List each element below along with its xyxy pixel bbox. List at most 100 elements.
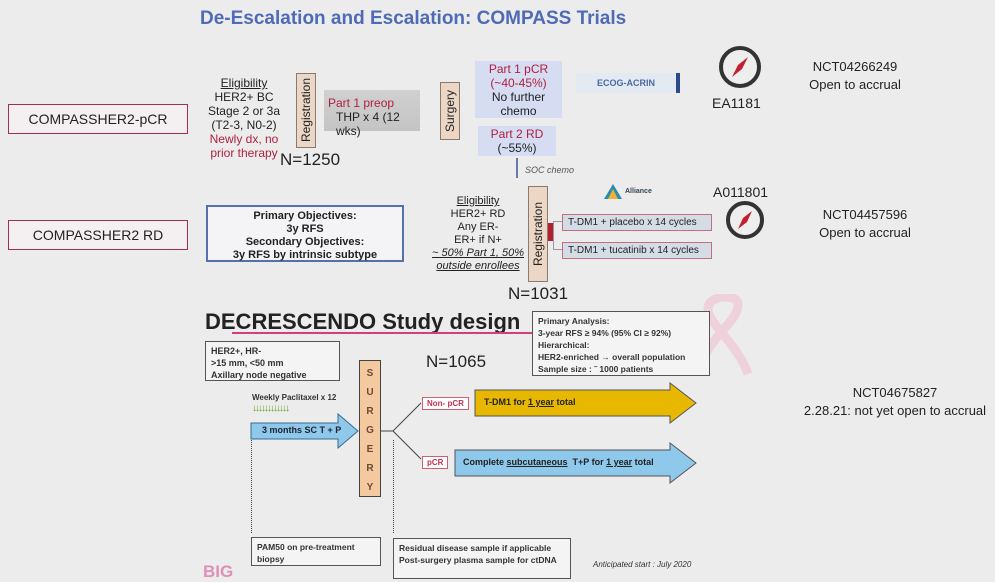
analysis-line: Hierarchical: — [538, 340, 590, 350]
weekly-dose-arrows-icon: ↓↓↓↓↓↓↓↓↓↓↓↓ — [252, 403, 290, 414]
elig-line: Axillary node negative — [211, 370, 307, 380]
obj-line: Primary Objectives: — [253, 210, 357, 222]
n-1065: N=1065 — [426, 352, 487, 371]
pcr-pct: (~40-45%) — [490, 75, 547, 90]
rd-pct: (~55%) — [497, 141, 537, 155]
elig-line: ER+ if N+ — [454, 234, 502, 246]
neoadjuvant-arrow — [250, 413, 359, 449]
elig-line: Any ER- — [457, 221, 499, 233]
elig-line: HER2+ RD — [450, 208, 506, 220]
surgery-label: Surgery — [443, 89, 457, 133]
elig-line: Stage 2 or 3a — [207, 104, 281, 118]
elig-line: (T2-3, N0-2) — [211, 118, 277, 132]
arm-placebo: T-DM1 + placebo x 14 cycles — [562, 214, 712, 231]
elig-head: Eligibility — [456, 195, 500, 207]
trial-label-compass-pcr: COMPASSHER2-pCR — [8, 104, 188, 134]
arm-connector — [553, 221, 562, 250]
ecog-acrin-logo: ECOG-ACRIN — [576, 73, 680, 93]
analysis-line: HER2-enriched → overall population — [538, 352, 686, 362]
anticipated-start: Anticipated start : July 2020 — [593, 560, 692, 569]
paclitaxel-label: Weekly Paclitaxel x 12 — [252, 393, 337, 402]
elig-line: prior therapy — [210, 146, 278, 160]
obj-line: 3y RFS — [286, 223, 324, 235]
residual-box: Residual disease sample if applicable Po… — [393, 538, 571, 579]
arm-text: Complete — [463, 457, 507, 467]
alliance-logo: Alliance — [604, 184, 652, 199]
pcr-text: No further — [491, 89, 546, 104]
registration-label: Registration — [299, 78, 313, 143]
residual-line: Residual disease sample if applicable — [399, 543, 552, 553]
registration-label: Registration — [531, 201, 545, 267]
ribbon-watermark — [693, 294, 753, 376]
dotted-line — [393, 440, 394, 533]
eligibility-1: Eligibility HER2+ BC Stage 2 or 3a (T2-3… — [205, 76, 283, 160]
elig-line: >15 mm, <50 mm — [211, 358, 284, 368]
rd-label: Part 2 RD — [490, 127, 544, 141]
pcr-label: Part 1 pCR — [488, 61, 549, 76]
trial-label-compass-rd: COMPASSHER2 RD — [8, 220, 188, 250]
title-underline — [232, 332, 532, 334]
surgery-letter: U — [366, 387, 374, 398]
elig-line: HER2+, HR- — [211, 346, 262, 356]
tdm1-arrow — [474, 382, 697, 424]
obj-line: 3y RFS by intrinsic subtype — [232, 249, 378, 261]
nct-number: NCT04457596 — [822, 207, 908, 222]
analysis-line: Sample size : ˜ 1000 patients — [538, 364, 654, 374]
randomization-marker — [548, 223, 553, 241]
n-1031: N=1031 — [508, 284, 569, 303]
big-logo: BIG — [203, 562, 234, 581]
elig-line: Newly dx, no — [209, 132, 279, 146]
compass-icon — [719, 46, 761, 88]
arm-text: 1 year — [606, 457, 633, 467]
surgery-letter: E — [366, 444, 374, 455]
slide-title: De-Escalation and Escalation: COMPASS Tr… — [200, 8, 627, 29]
preop-regimen: THP x 4 (12 wks) — [336, 110, 400, 138]
nct-status: Open to accrual — [819, 225, 911, 240]
neoadjuvant-label: 3 months SC T + P — [262, 425, 342, 435]
arm-text: T-DM1 for — [484, 397, 528, 407]
surgery-box: Surgery — [440, 82, 460, 140]
rd-box: Part 2 RD (~55%) — [478, 126, 556, 156]
pcr-text: chemo — [500, 103, 537, 118]
eligibility-3: HER2+, HR- >15 mm, <50 mm Axillary node … — [205, 341, 340, 381]
analysis-line: 3-year RFS ≥ 94% (95% CI ≥ 92%) — [538, 328, 672, 338]
nct-status: 2.28.21: not yet open to accrual — [803, 403, 987, 418]
tdm1-arm-label: T-DM1 for 1 year total — [484, 397, 576, 407]
pcr-box: Part 1 pCR (~40-45%) No further chemo — [475, 61, 562, 118]
soc-label: SOC chemo — [525, 165, 575, 175]
primary-analysis-box: Primary Analysis: 3-year RFS ≥ 94% (95% … — [532, 311, 710, 376]
surgery-letter: R — [366, 406, 374, 417]
elig-line: outside enrollees — [436, 260, 520, 272]
pcr-label: pCR — [422, 456, 449, 469]
preop-box: Part 1 preop THP x 4 (12 wks) — [324, 90, 420, 138]
surgery-letter: R — [366, 463, 374, 474]
arm-text: T+P for — [567, 457, 607, 467]
elig-head: Eligibility — [220, 76, 268, 90]
branch-lines — [381, 402, 422, 460]
soc-arrow-icon — [516, 158, 518, 178]
surgery-letter: S — [366, 368, 374, 379]
arm-text: total — [554, 397, 576, 407]
non-pcr-label: Non- pCR — [422, 397, 469, 410]
nct-number: NCT04266249 — [812, 59, 898, 74]
tp-arm-label: Complete subcutaneous T+P for 1 year tot… — [463, 457, 654, 467]
analysis-line: Primary Analysis: — [538, 316, 610, 326]
nct-status: Open to accrual — [809, 77, 901, 92]
nct-info-3: NCT04675827 2.28.21: not yet open to accr… — [795, 384, 995, 420]
decrescendo-title: DECRESCENDO Study design — [205, 309, 521, 334]
nct-number: NCT04675827 — [852, 385, 938, 400]
pam50-box: PAM50 on pre-treatment biopsy — [251, 537, 381, 566]
elig-line: ~ 50% Part 1, 50% — [431, 247, 525, 259]
tp-arrow — [454, 442, 697, 484]
obj-line: Secondary Objectives: — [245, 236, 365, 248]
arm-text: subcutaneous — [506, 457, 568, 467]
surgery-letter: G — [366, 425, 374, 436]
dotted-line — [251, 440, 252, 533]
elig-line: HER2+ BC — [214, 90, 274, 104]
registration-box: Registration — [296, 73, 316, 148]
residual-line: Post-surgery plasma sample for ctDNA — [399, 555, 557, 565]
alliance-logo-text: Alliance — [625, 188, 652, 195]
